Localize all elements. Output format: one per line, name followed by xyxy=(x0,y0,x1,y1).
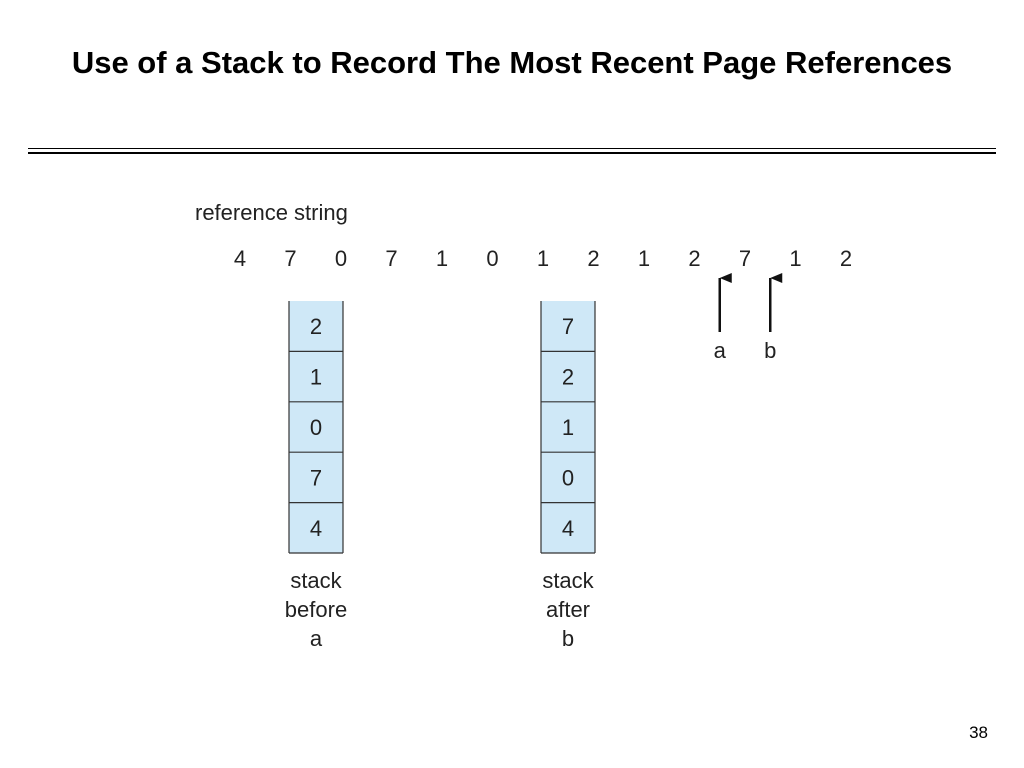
stack-cell xyxy=(289,351,343,402)
stack-cell-value: 4 xyxy=(562,516,574,541)
stack-caption-line: stack xyxy=(542,568,594,593)
stack-cell-value: 1 xyxy=(310,365,322,390)
marker-label: b xyxy=(764,338,776,363)
stack-cell xyxy=(541,351,595,402)
stack-cell xyxy=(541,502,595,553)
page-number: 38 xyxy=(969,723,988,742)
stack-cell-value: 2 xyxy=(562,365,574,390)
stack-cell-value: 7 xyxy=(310,465,322,490)
stack-caption-line: b xyxy=(562,626,574,651)
stack-cell xyxy=(541,401,595,453)
title-divider-top xyxy=(28,148,996,149)
reference-item: 7 xyxy=(739,246,751,271)
reference-item: 2 xyxy=(688,246,700,271)
reference-item: 2 xyxy=(587,246,599,271)
stack-cell xyxy=(289,502,343,553)
stack-cell-value: 2 xyxy=(310,314,322,339)
stack-caption-line: stack xyxy=(290,568,342,593)
stack-cell-value: 0 xyxy=(310,415,322,440)
stack-after-b: 7 2 1 0 4 stack after b xyxy=(540,301,596,651)
stack-cell-value: 0 xyxy=(562,465,574,490)
reference-item: 7 xyxy=(284,246,296,271)
reference-item: 4 xyxy=(234,246,246,271)
stack-caption-line: after xyxy=(546,597,590,622)
reference-item: 1 xyxy=(436,246,448,271)
reference-item: 1 xyxy=(638,246,650,271)
reference-string-label: reference string xyxy=(195,200,348,225)
reference-item: 7 xyxy=(385,246,397,271)
stack-cell xyxy=(289,401,343,453)
reference-item: 0 xyxy=(335,246,347,271)
stack-cell-value: 1 xyxy=(562,415,574,440)
stack-caption-line: a xyxy=(310,626,323,651)
stack-cell-value: 4 xyxy=(310,516,322,541)
reference-item: 2 xyxy=(840,246,852,271)
stack-caption-line: before xyxy=(285,597,347,622)
reference-item: 0 xyxy=(486,246,498,271)
stack-cell xyxy=(289,301,343,352)
reference-item: 1 xyxy=(537,246,549,271)
stack-cell xyxy=(289,452,343,503)
stack-cell-value: 7 xyxy=(562,314,574,339)
stack-cell xyxy=(541,301,595,352)
reference-item: 1 xyxy=(789,246,801,271)
slide-title: Use of a Stack to Record The Most Recent… xyxy=(71,45,953,80)
stack-cell xyxy=(541,452,595,503)
marker-label: a xyxy=(714,338,727,363)
title-divider-bottom xyxy=(28,152,996,154)
